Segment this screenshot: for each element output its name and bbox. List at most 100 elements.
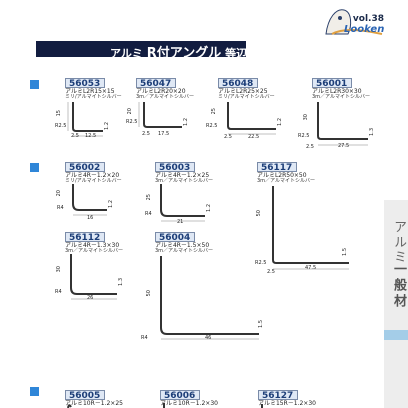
dim-radius: R4 [145, 211, 152, 217]
category-label-top: アルミ [391, 220, 406, 265]
dim-length: 17.5 [158, 131, 170, 137]
product-finish: 3m／アルマイトシルバー [136, 94, 195, 100]
product-finish: 3m／アルマイトシルバー [312, 94, 371, 100]
product-code: 56047 [136, 78, 176, 89]
profile-drawing [67, 102, 103, 137]
section-marker [30, 387, 39, 396]
profile-drawing [72, 184, 107, 216]
dim-thickness: 1.2 [277, 118, 283, 126]
page-title: アルミ R付アングル 等辺 [110, 42, 247, 61]
category-side-tab: アルミ 一般材 [384, 200, 408, 408]
product-desc: アルミ10R－1.2×30 [160, 400, 218, 407]
dim-radius: R2.5 [126, 119, 138, 125]
dim-radius: R4 [57, 205, 64, 211]
dim-radius: R2.5 [255, 260, 267, 266]
product-desc: アルミ10R－1.2×25 [65, 400, 123, 407]
product-code: 56004 [155, 232, 195, 243]
product-desc: アルミ4R－1.5×50 [155, 242, 210, 249]
dim-height: 15 [56, 110, 62, 117]
dim-radius: R4 [55, 289, 62, 295]
dim-height: 20 [127, 108, 133, 115]
product-card-56005[interactable]: 56005 アルミ10R－1.2×25 [65, 390, 145, 408]
dim-length: 21 [177, 219, 184, 225]
dim-height: 30 [56, 266, 62, 273]
dim-base: 2.5 [224, 134, 232, 140]
product-desc: アルミL2R30×30 [312, 88, 362, 95]
product-code: 56003 [155, 162, 195, 173]
dim-radius: R4 [141, 335, 148, 341]
dim-thickness: 1.5 [342, 248, 348, 256]
category-label-bottom: 一般材 [391, 262, 406, 310]
product-card-56047[interactable]: 56047 アルミL2R20×20 3m／アルマイトシルバー 20 1.2 2.… [126, 78, 206, 140]
title-prefix: アルミ [110, 47, 143, 60]
page-title-banner: アルミ R付アングル 等辺 [36, 41, 247, 61]
product-desc: アルミL2R15×15 [65, 88, 115, 95]
product-code: 56001 [312, 78, 352, 89]
dim-length: 47.5 [305, 265, 317, 271]
dim-height: 25 [146, 194, 152, 201]
product-finish: 3m／アルマイトシルバー [65, 248, 124, 254]
section-marker [30, 80, 39, 89]
dim-length: 26 [87, 295, 94, 301]
product-code: 56006 [160, 390, 200, 401]
dim-height: 50 [256, 210, 262, 217]
product-card-56048[interactable]: 56048 アルミL2R25×25 ミリ/アルマイトシルバー 25 1.2 2.… [206, 78, 290, 140]
product-desc: アルミ4R－1.2×20 [65, 172, 120, 179]
profile-drawing [261, 404, 263, 408]
profile-drawing [227, 102, 276, 135]
dim-length: 27.5 [338, 143, 350, 149]
product-card-56053[interactable]: 56053 アルミL2R15×15 ミリ/アルマイトシルバー 15 1.2 2.… [55, 78, 135, 140]
profile-drawing [160, 256, 259, 340]
product-code: 56127 [258, 390, 298, 401]
product-card-56004[interactable]: 56004 アルミ4R－1.5×50 3m／アルマイトシルバー 50 1.5 R… [141, 232, 265, 347]
dim-base: 2.5 [267, 269, 275, 275]
product-finish: 3m／アルマイトシルバー [155, 178, 214, 184]
product-card-56112[interactable]: 56112 アルミ4R－1.3×30 3m／アルマイトシルバー 30 1.3 R… [55, 232, 137, 306]
product-code: 56053 [65, 78, 105, 89]
product-code: 56005 [65, 390, 105, 401]
product-code: 56002 [65, 162, 105, 173]
dim-thickness: 1.2 [206, 204, 212, 212]
dim-thickness: 1.2 [104, 122, 110, 130]
dim-thickness: 1.3 [369, 128, 375, 136]
profile-drawing [160, 184, 205, 222]
profile-drawing [317, 102, 368, 146]
profile-drawing [70, 254, 117, 300]
dim-radius: R2.5 [55, 123, 67, 129]
product-card-56006[interactable]: 56006 アルミ10R－1.2×30 [160, 390, 240, 408]
product-finish: ミリ/アルマイトシルバー [65, 178, 122, 184]
category-accent-bar [384, 330, 408, 340]
dim-radius: R2.5 [298, 133, 310, 139]
product-code: 56112 [65, 232, 105, 243]
product-desc: アルミL2R25×25 [218, 88, 268, 95]
dim-height: 25 [211, 108, 217, 115]
product-desc: アルミ4R－1.3×30 [65, 242, 120, 249]
brand-name: Looken [344, 24, 385, 35]
product-desc: アルミL2R20×20 [136, 88, 186, 95]
dim-height: 30 [303, 114, 309, 121]
profile-drawing [272, 186, 349, 270]
product-desc: アルミ4R－1.2×25 [155, 172, 210, 179]
dim-base: 2.5 [306, 144, 314, 150]
product-card-56002[interactable]: 56002 アルミ4R－1.2×20 ミリ/アルマイトシルバー 20 1.2 R… [56, 162, 135, 224]
product-card-56003[interactable]: 56003 アルミ4R－1.2×25 3m／アルマイトシルバー 25 1.2 R… [145, 162, 225, 225]
dim-length: 12.5 [85, 133, 97, 139]
product-code: 56048 [218, 78, 258, 89]
dim-thickness: 1.2 [183, 118, 189, 126]
product-card-56001[interactable]: 56001 アルミL2R30×30 3m／アルマイトシルバー 30 1.3 2.… [298, 78, 382, 150]
product-card-56127[interactable]: 56127 アルミ15R－1.2×30 [258, 390, 348, 408]
dim-radius: R2.5 [206, 123, 218, 129]
product-desc: アルミ15R－1.2×30 [258, 400, 316, 407]
title-main: R付アングル [146, 46, 222, 61]
section-marker [30, 163, 39, 172]
dim-thickness: 1.3 [118, 278, 124, 286]
product-finish: ミリ/アルマイトシルバー [65, 94, 122, 100]
product-desc: アルミL2R50×50 [257, 172, 307, 179]
product-card-56117[interactable]: 56117 アルミL2R50×50 3m／アルマイトシルバー 50 1.5 2.… [255, 162, 353, 280]
dim-height: 50 [146, 290, 152, 297]
dim-length: 46 [205, 335, 212, 341]
profile-drawing [138, 102, 182, 128]
dim-thickness: 1.2 [108, 200, 114, 208]
dim-height: 20 [56, 190, 62, 197]
dim-base: 2.5 [142, 131, 150, 137]
